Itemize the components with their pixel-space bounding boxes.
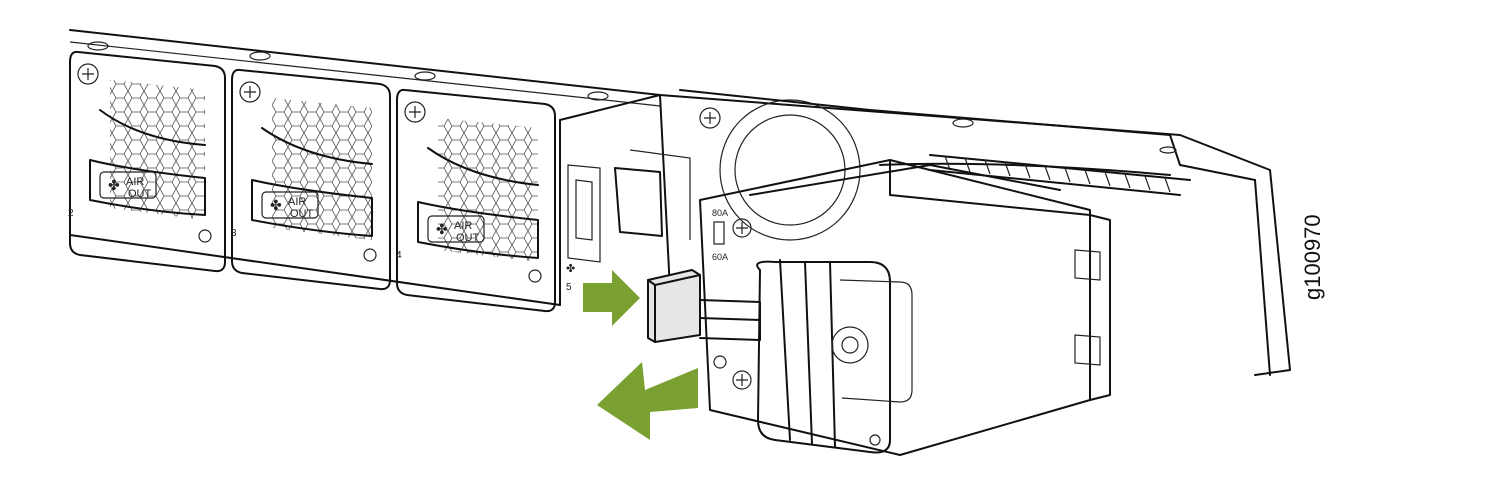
fan-4-out-label: OUT bbox=[456, 232, 480, 244]
svg-text:✤: ✤ bbox=[566, 263, 575, 275]
pull-out-arrow bbox=[597, 362, 698, 440]
psu-handle[interactable] bbox=[756, 259, 913, 454]
power-supply-unit[interactable]: 80A 60A bbox=[699, 159, 1111, 456]
rating-top-label: 80A bbox=[712, 208, 728, 218]
figure-id: g100970 bbox=[1300, 214, 1325, 300]
fan-3-slot-label: 3 bbox=[231, 228, 237, 239]
fan-2-slot-label: 2 bbox=[68, 208, 74, 219]
svg-text:✤: ✤ bbox=[108, 177, 120, 193]
fan-4-slot-label: 4 bbox=[396, 250, 402, 261]
push-latch-arrow bbox=[583, 270, 640, 326]
rating-bottom-label: 60A bbox=[712, 252, 728, 262]
fan-3-air-label: AIR bbox=[288, 196, 306, 208]
release-latch[interactable] bbox=[647, 269, 761, 343]
fan-4-air-label: AIR bbox=[454, 220, 472, 232]
fan-module-2[interactable]: ✤ AIR OUT 2 bbox=[68, 50, 226, 273]
fan-module-3[interactable]: ✤ AIR OUT 3 bbox=[231, 68, 391, 291]
psu-slot-5: ✤ 5 bbox=[566, 149, 691, 293]
fan-2-air-label: AIR bbox=[126, 176, 144, 188]
fan-3-out-label: OUT bbox=[290, 208, 314, 220]
chassis-outline bbox=[69, 29, 1291, 376]
fan-module-4[interactable]: ✤ AIR OUT 4 bbox=[396, 88, 556, 313]
fan-2-out-label: OUT bbox=[128, 188, 152, 200]
svg-text:✤: ✤ bbox=[436, 221, 448, 237]
rear-vent-ribs bbox=[929, 154, 1191, 196]
psu-slot-label: 5 bbox=[566, 282, 572, 293]
svg-text:✤: ✤ bbox=[270, 197, 282, 213]
